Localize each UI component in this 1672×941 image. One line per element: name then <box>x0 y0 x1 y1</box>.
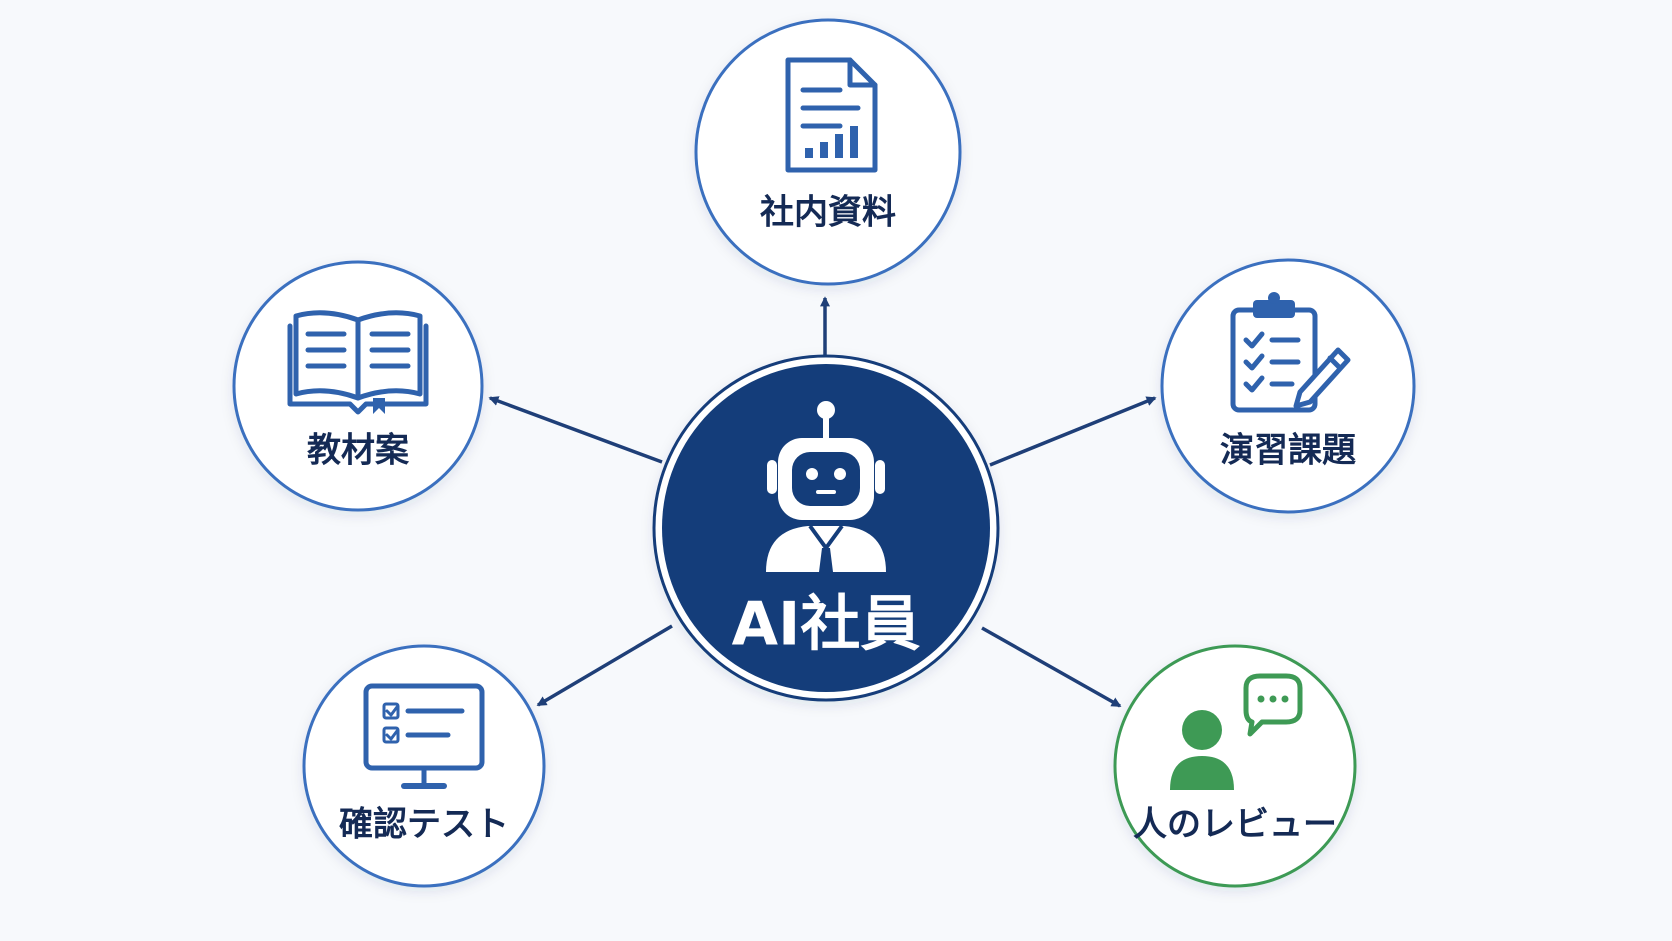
node-label-exercises: 演習課題 <box>1220 431 1356 471</box>
node-label-course-draft: 教材案 <box>307 431 410 471</box>
node-course-draft: 教材案 <box>232 260 484 512</box>
center-node: AI社員 <box>652 354 1000 702</box>
node-label-internal-docs: 社内資料 <box>760 193 896 233</box>
node-exercises: 演習課題 <box>1160 258 1416 514</box>
arrow-to-human-review <box>981 626 1122 708</box>
robot-employee-icon <box>766 401 886 572</box>
node-label-human-review: 人のレビュー <box>1133 805 1337 845</box>
node-internal-docs: 社内資料 <box>694 18 962 286</box>
arrow-to-quiz <box>536 624 673 707</box>
document-chart-icon <box>785 57 878 173</box>
monitor-checklist-icon <box>363 683 485 789</box>
node-human-review: 人のレビュー <box>1113 644 1357 888</box>
connectors <box>488 296 1157 708</box>
node-quiz: 確認テスト <box>302 644 546 888</box>
node-label-quiz: 確認テスト <box>339 805 509 845</box>
arrow-to-course-draft <box>488 396 663 464</box>
open-book-icon <box>287 310 429 415</box>
person-speech-bubble-icon <box>1170 673 1303 790</box>
center-label: AI社員 <box>732 590 921 660</box>
arrow-to-exercises <box>989 396 1157 467</box>
clipboard-checklist-pencil-icon <box>1230 292 1351 413</box>
